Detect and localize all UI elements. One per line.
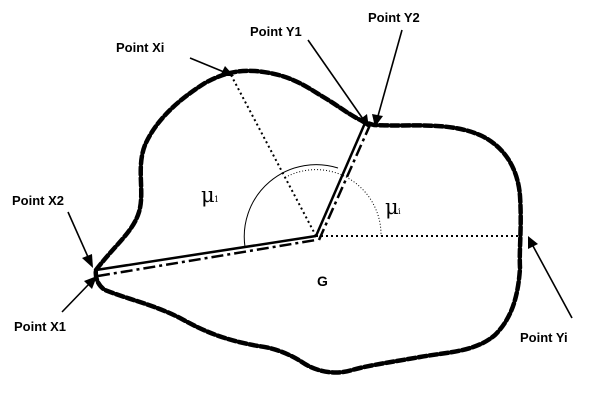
label-point-x2: Point X2	[12, 193, 64, 208]
angle-arc-mu-i	[287, 169, 382, 237]
arrow-point-yi	[528, 236, 573, 319]
angle-arc-mu-1	[243, 164, 339, 248]
label-mu-i: μ i	[385, 195, 401, 219]
arrow-point-x1	[61, 276, 97, 313]
label-point-y2: Point Y2	[368, 10, 420, 25]
mu-subscript: i	[398, 207, 401, 216]
label-point-y1: Point Y1	[250, 24, 302, 39]
label-mu-1: μ 1	[201, 183, 219, 207]
label-point-yi: Point Yi	[520, 330, 568, 345]
shape-outline	[93, 68, 523, 375]
solid-line-g-to-x2	[95, 234, 317, 272]
label-point-xi: Point Xi	[116, 40, 164, 55]
arrow-point-xi	[189, 57, 234, 76]
label-center-g: G	[317, 273, 328, 289]
arrow-point-y1	[307, 39, 369, 128]
arrow-point-x2	[67, 211, 93, 268]
label-point-x1: Point X1	[14, 319, 66, 334]
dashdot-line-g-y2	[317, 124, 372, 241]
arrow-point-y2	[372, 29, 403, 127]
mu-subscript: 1	[214, 195, 219, 204]
dashdot-line-x1-g	[97, 238, 317, 278]
mu-symbol: μ	[201, 183, 215, 207]
mu-symbol: μ	[385, 195, 399, 219]
dotted-line-g-to-xi	[230, 74, 317, 237]
solid-line-g-to-y1	[314, 122, 367, 237]
